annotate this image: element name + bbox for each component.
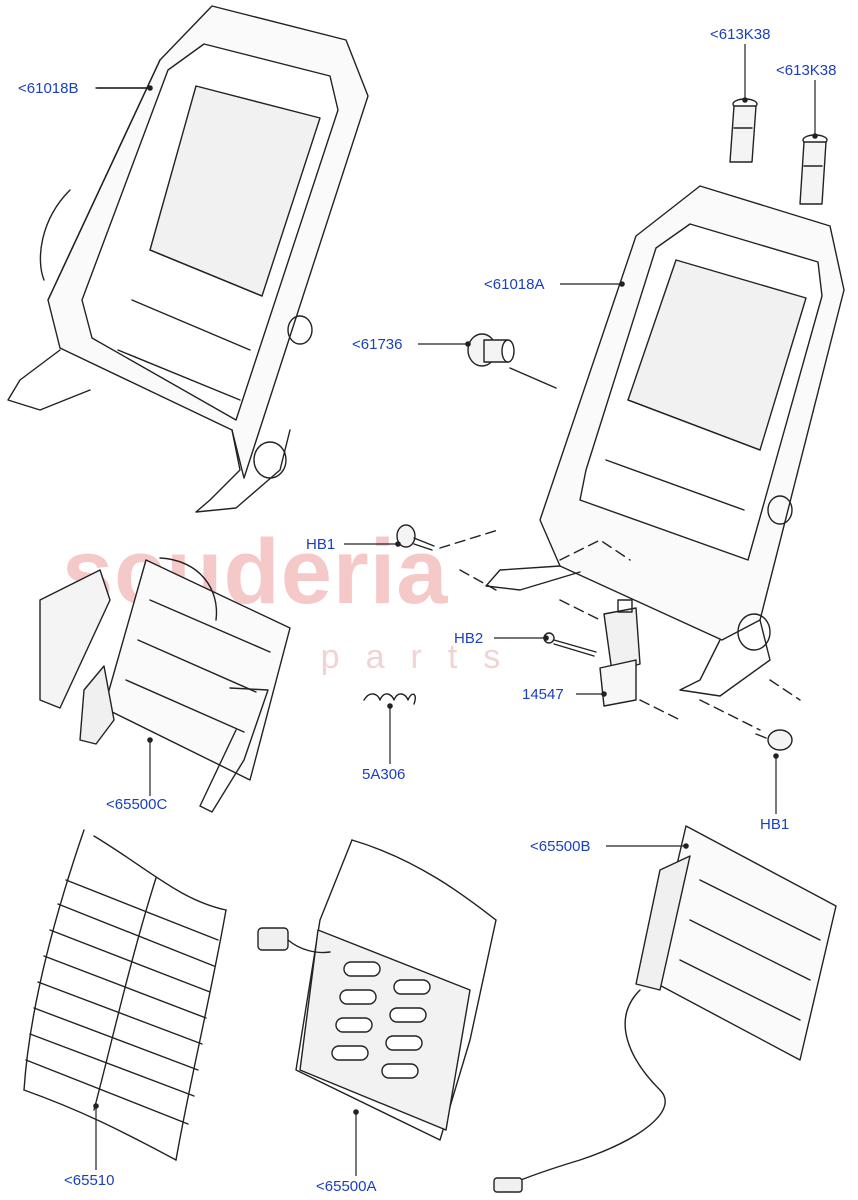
lumbar-panel-c xyxy=(40,558,290,812)
lumbar-unit-b xyxy=(494,826,836,1192)
callout-spring[interactable]: 5A306 xyxy=(362,766,406,783)
callout-heater-mat[interactable]: <65500A xyxy=(316,1178,377,1195)
seat-back-frame-a xyxy=(486,186,844,696)
spring-mat xyxy=(24,830,226,1160)
pivot-bushing xyxy=(468,334,556,388)
bolt-hb1-lower xyxy=(700,680,800,750)
bolt-hb2 xyxy=(544,633,596,656)
callout-hb1-lower[interactable]: HB1 xyxy=(760,816,790,833)
recliner-motor xyxy=(560,540,680,720)
watermark-logo: scuderia xyxy=(62,521,449,623)
callout-lumbar-b[interactable]: <65500B xyxy=(530,838,591,855)
callout-frame-a[interactable]: <61018A xyxy=(484,276,545,293)
callout-spring-mat[interactable]: <65510 xyxy=(64,1172,115,1189)
callout-lumbar-c[interactable]: <65500C xyxy=(106,796,168,813)
tension-spring xyxy=(364,694,415,704)
callout-motor[interactable]: 14547 xyxy=(522,686,564,703)
seat-back-frame-b xyxy=(8,6,368,512)
callout-clip-2[interactable]: <613K38 xyxy=(776,62,837,79)
bolt-hb1-upper xyxy=(397,525,498,590)
heater-mat xyxy=(258,840,496,1140)
callout-hb2[interactable]: HB2 xyxy=(454,630,484,647)
callout-bushing[interactable]: <61736 xyxy=(352,336,403,353)
callout-frame-b[interactable]: <61018B xyxy=(18,80,79,97)
callout-clip-1[interactable]: <613K38 xyxy=(710,26,771,43)
callout-hb1-upper[interactable]: HB1 xyxy=(306,536,336,553)
headrest-guide-clip-2 xyxy=(800,135,827,204)
headrest-guide-clip-1 xyxy=(730,99,757,162)
